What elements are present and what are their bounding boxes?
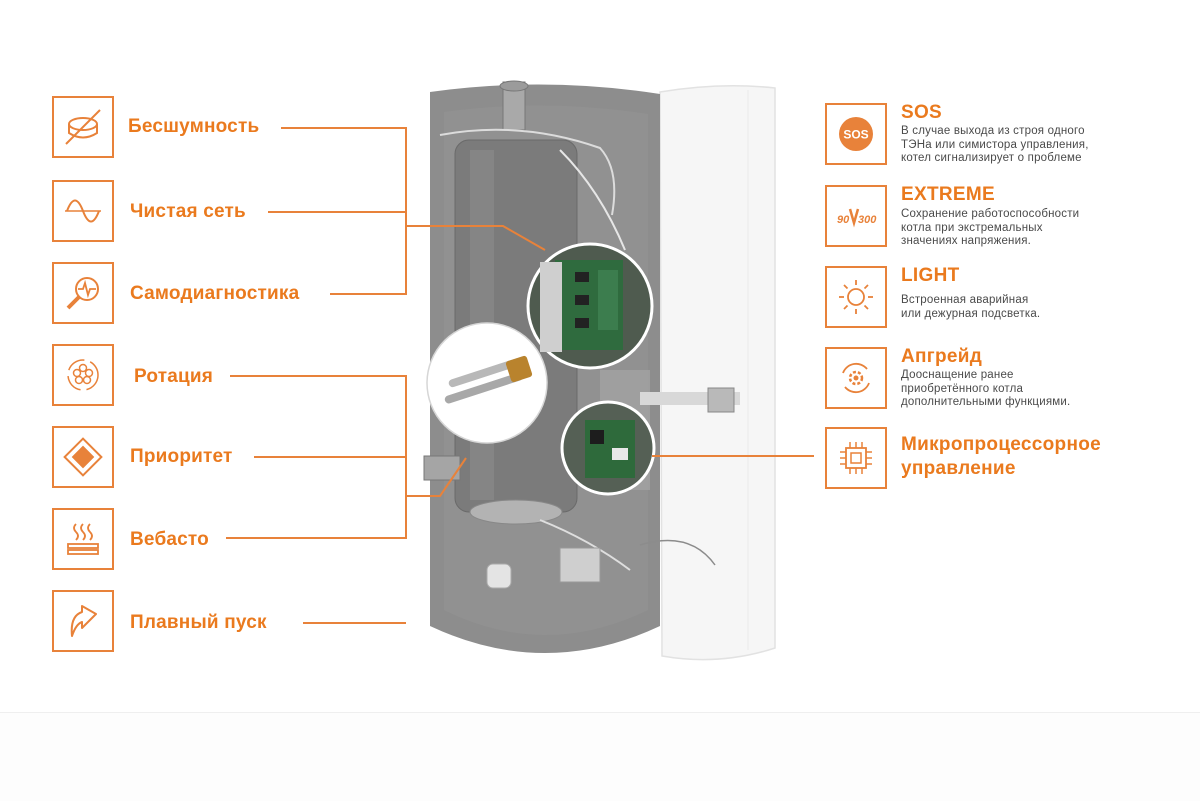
microchip-icon <box>840 442 872 474</box>
diagnostics-magnifier-icon <box>66 277 99 310</box>
upgrade-gear-icon <box>842 362 870 394</box>
feature-box-clean-grid <box>52 180 114 242</box>
heat-waves-icon <box>67 523 99 555</box>
feature-box-extreme: 90 300 <box>825 185 887 247</box>
priority-diamond-icon <box>63 437 103 477</box>
feature-box-upgrade <box>825 347 887 409</box>
silent-drum-icon <box>65 109 101 145</box>
feature-title-sos: SOS <box>901 102 943 123</box>
extreme-high-value: 300 <box>858 214 877 226</box>
feature-label-silent: Бесшумность <box>128 116 260 137</box>
feature-box-webasto <box>52 508 114 570</box>
sun-icon <box>839 280 873 314</box>
feature-desc-upgrade: Дооснащение ранее приобретённого котла д… <box>901 369 1071 408</box>
feature-box-sos: SOS <box>825 103 887 165</box>
feature-label-webasto: Вебасто <box>130 529 209 550</box>
feature-title-microprocessor: Микропроцессорное управление <box>901 434 1102 479</box>
feature-desc-light: Встроенная аварийная или дежурная подсве… <box>901 294 1041 320</box>
feature-box-priority <box>52 426 114 488</box>
voltage-range-icon: 90 300 <box>837 208 877 228</box>
feature-box-soft-start <box>52 590 114 652</box>
feature-box-silent <box>52 96 114 158</box>
feature-title-upgrade: Апгрейд <box>901 346 983 367</box>
feature-label-diagnostics: Самодиагностика <box>130 283 300 304</box>
feature-box-microprocessor <box>825 427 887 489</box>
sos-badge-text: SOS <box>843 128 868 142</box>
feature-box-light <box>825 266 887 328</box>
feature-label-clean-grid: Чистая сеть <box>130 201 246 222</box>
feature-box-rotation <box>52 344 114 406</box>
sos-icon: SOS <box>839 117 873 151</box>
feature-title-extreme: EXTREME <box>901 184 995 205</box>
feature-desc-extreme: Сохранение работоспособности котла при э… <box>901 208 1080 247</box>
extreme-low-value: 90 <box>837 214 850 226</box>
sine-wave-icon <box>65 199 101 223</box>
feature-label-soft-start: Плавный пуск <box>130 612 267 633</box>
feature-title-light: LIGHT <box>901 265 960 286</box>
feature-desc-sos: В случае выхода из строя одного ТЭНа или… <box>901 125 1089 164</box>
feature-label-rotation: Ротация <box>134 366 214 387</box>
soft-start-arrow-icon <box>70 605 97 637</box>
feature-box-diagnostics <box>52 262 114 324</box>
feature-label-priority: Приоритет <box>130 446 233 467</box>
rotation-icon <box>67 359 99 391</box>
bottom-band <box>0 712 1200 801</box>
